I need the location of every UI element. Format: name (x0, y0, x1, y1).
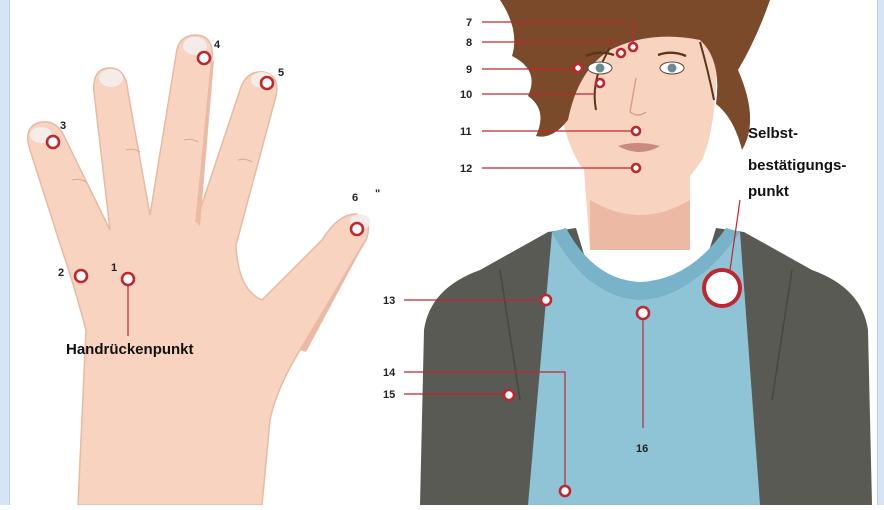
tapping-point-7 (629, 43, 637, 51)
point-number-13: 13 (383, 295, 395, 307)
point-number-12: 12 (460, 163, 472, 175)
right-iris (668, 64, 677, 73)
nail-ring-finger (99, 69, 123, 87)
stray-mark: " (375, 188, 380, 200)
self-affirmation-caption: Selbst- bestätigungs- punkt (748, 125, 846, 200)
window-frame-right (877, 0, 884, 505)
tapping-point-3 (47, 136, 59, 148)
tapping-point-5 (261, 77, 273, 89)
point-number-15: 15 (383, 389, 395, 401)
self-point-line-2: bestätigungs- (748, 157, 846, 174)
point-number-3: 3 (60, 120, 66, 132)
tapping-point-4 (198, 52, 210, 64)
point-number-16: 16 (636, 443, 648, 455)
point-number-7: 7 (466, 17, 472, 29)
point-number-11: 11 (460, 126, 472, 138)
tapping-point-8 (617, 49, 625, 57)
tapping-point-1 (122, 273, 134, 285)
hand-point-caption: Handrückenpunkt (66, 341, 194, 358)
point-number-14: 14 (383, 367, 396, 379)
tapping-point-14 (560, 486, 570, 496)
point-number-6: 6 (352, 192, 358, 204)
woman-figure (420, 0, 872, 505)
tapping-point-6 (351, 223, 363, 235)
tapping-point-13 (541, 295, 551, 305)
window-frame-left (0, 0, 10, 505)
tapping-point-16 (637, 307, 649, 319)
tapping-point-10 (596, 79, 604, 87)
tapping-point-2 (75, 270, 87, 282)
point-number-10: 10 (460, 89, 472, 101)
point-number-8: 8 (466, 37, 472, 49)
tapping-point-15 (504, 390, 514, 400)
self-point-line-3: punkt (748, 183, 789, 200)
point-number-9: 9 (466, 64, 472, 76)
tapping-point-12 (632, 164, 640, 172)
self-affirmation-point (704, 270, 740, 306)
point-number-4: 4 (214, 39, 221, 51)
point-number-2: 2 (58, 267, 64, 279)
point-number-1: 1 (111, 262, 117, 274)
point-number-5: 5 (278, 67, 284, 79)
tapping-point-9 (574, 64, 582, 72)
tapping-point-11 (632, 127, 640, 135)
self-point-line-1: Selbst- (748, 125, 798, 142)
left-iris (596, 64, 605, 73)
